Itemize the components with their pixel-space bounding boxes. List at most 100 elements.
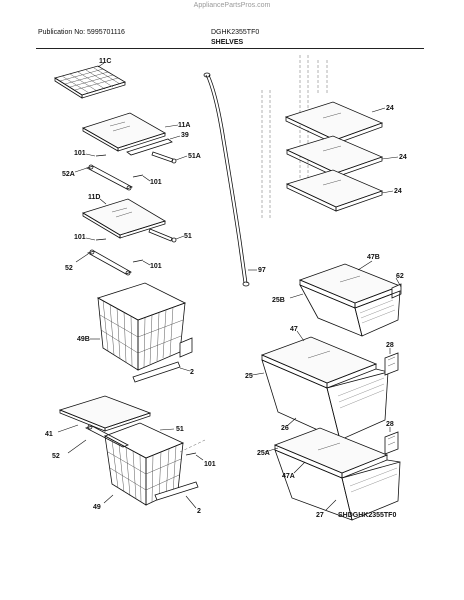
- model-number: DGHK2355TF0: [211, 29, 260, 36]
- callout-25b: 25B: [272, 297, 285, 304]
- leader-47a: [293, 461, 306, 474]
- callout-26: 26: [281, 425, 289, 432]
- callout-51a: 51A: [188, 153, 201, 160]
- callout-24-middle: 24: [399, 154, 407, 161]
- callout-101-a: 101: [74, 150, 86, 157]
- callout-62: 62: [396, 273, 404, 280]
- leader-25a: [264, 447, 279, 453]
- leader-39: [169, 135, 181, 140]
- leader-52-upper: [75, 253, 89, 263]
- crisper-pan-25b: [299, 284, 401, 337]
- callout-41: 41: [45, 431, 53, 438]
- callout-11a: 11A: [178, 122, 190, 129]
- glass-shelf-24-bottom: [285, 169, 384, 212]
- callout-52-lower: 52: [52, 453, 60, 460]
- leader-11c: [97, 62, 105, 68]
- callout-49: 49: [93, 504, 101, 511]
- glass-shelf-11a: [82, 112, 166, 152]
- leader-11d: [99, 198, 107, 205]
- callout-25: 25: [245, 373, 253, 380]
- callout-52-upper: 52: [65, 265, 73, 272]
- screw-101-e: [185, 452, 197, 456]
- shelf-cover-41: [58, 395, 152, 432]
- wire-basket-49: [104, 422, 206, 506]
- callout-51-lower: 51: [176, 426, 184, 433]
- leader-101-c: [85, 237, 96, 241]
- basket-trim-2-lower: [154, 481, 199, 501]
- callout-51-upper: 51: [184, 233, 192, 240]
- screw-101-c: [95, 238, 107, 241]
- leader-11a: [164, 124, 179, 128]
- callout-101-c: 101: [74, 234, 86, 241]
- leader-51-upper: [175, 235, 185, 240]
- leader-52a: [74, 167, 88, 173]
- drawing-code: SHDGHK2355TF0: [338, 512, 397, 519]
- callout-11d: 11D: [88, 194, 100, 201]
- callout-49b: 49B: [77, 336, 90, 343]
- screw-101-a: [95, 154, 107, 157]
- leader-25b: [289, 293, 304, 299]
- glass-shelf-11d: [82, 198, 166, 239]
- leader-41: [57, 424, 79, 433]
- leader-24-bottom: [381, 190, 394, 194]
- shelf-rail-52-lower: [84, 424, 129, 448]
- leader-24-middle: [381, 156, 399, 160]
- callout-101-b: 101: [150, 179, 162, 186]
- leader-25: [251, 372, 265, 376]
- crisper-pan-27: [274, 449, 401, 521]
- callout-11c: 11C: [99, 58, 111, 65]
- callout-27: 27: [316, 512, 324, 519]
- leader-26: [286, 417, 297, 427]
- watermark-text: AppliancePartsPros.com: [193, 2, 271, 9]
- publication-number: Publication No: 5995701116: [38, 29, 125, 36]
- header-rule: [36, 48, 424, 49]
- callout-28-upper: 28: [386, 342, 394, 349]
- callout-2-lower: 2: [197, 508, 201, 515]
- callout-101-d: 101: [150, 263, 162, 270]
- support-bracket-51a: [151, 151, 177, 164]
- screw-101-b: [132, 174, 144, 178]
- leader-2-upper: [179, 367, 191, 372]
- trim-strip-39: [126, 138, 173, 156]
- callout-39: 39: [181, 132, 189, 139]
- shelf-rail-52-upper: [87, 249, 132, 276]
- leader-101-b: [142, 175, 151, 182]
- vertical-strip-97: [203, 72, 250, 287]
- screw-101-d: [132, 259, 144, 263]
- leader-24-top: [371, 107, 386, 113]
- section-title: SHELVES: [211, 39, 244, 46]
- leader-27: [325, 499, 337, 511]
- leader-101-a: [85, 153, 96, 157]
- callout-52a: 52A: [62, 171, 75, 178]
- basket-trim-2-upper: [132, 361, 181, 383]
- leader-51-lower: [159, 428, 175, 431]
- callout-47a: 47A: [282, 473, 295, 480]
- wire-basket-49b: [96, 282, 193, 371]
- leader-52-lower: [67, 439, 87, 454]
- callout-24-top: 24: [386, 105, 394, 112]
- leader-51a: [175, 155, 188, 161]
- leader-47b: [357, 260, 373, 271]
- crisper-cover-47b: [298, 263, 402, 309]
- support-bracket-51-upper: [148, 228, 177, 243]
- leader-47: [296, 330, 305, 342]
- shelf-rail-52a: [85, 164, 133, 191]
- callout-24-bottom: 24: [394, 188, 402, 195]
- wire-shelf-11c: [54, 65, 126, 99]
- callout-28-lower: 28: [386, 421, 394, 428]
- callout-2-upper: 2: [190, 369, 194, 376]
- leader-2-lower: [185, 495, 197, 509]
- callout-25a: 25A: [257, 450, 270, 457]
- callout-97: 97: [258, 267, 266, 274]
- slide-bracket-28-upper: [384, 352, 399, 376]
- slide-bracket-28-lower: [384, 431, 399, 455]
- leader-101-d: [142, 260, 151, 266]
- callout-47b: 47B: [367, 254, 380, 261]
- leader-101-e: [195, 454, 204, 461]
- leader-49: [103, 494, 114, 504]
- callout-101-e: 101: [204, 461, 216, 468]
- crisper-cover-47: [260, 336, 378, 389]
- leader-62: [395, 277, 402, 288]
- callout-47: 47: [290, 326, 298, 333]
